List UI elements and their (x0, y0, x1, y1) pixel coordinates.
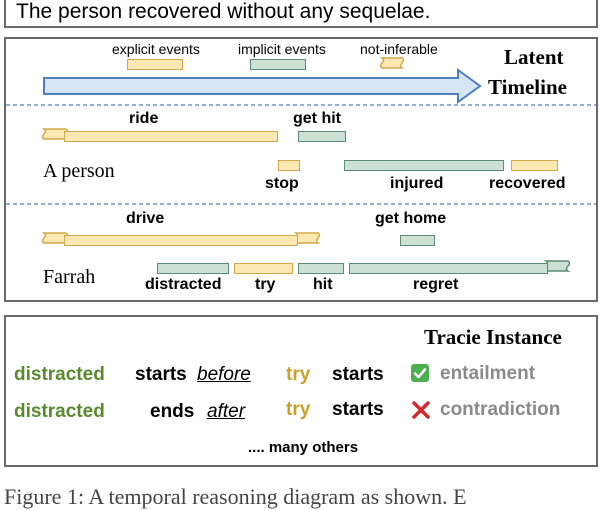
event-label-try: try (255, 276, 276, 293)
timeline-panel (4, 37, 598, 302)
story2-subject: Farrah (43, 266, 96, 288)
many-others: .... many others (248, 439, 359, 456)
latent-title-line1: Latent (504, 45, 564, 69)
bottom-caption: Figure 1: A temporal reasoning diagram a… (4, 484, 467, 509)
legend-not-inferable-label: not-inferable (360, 41, 438, 57)
event-bar-injured (344, 160, 504, 171)
not-inferable-icon (379, 57, 405, 69)
event-label-injured: injured (390, 175, 444, 192)
row1-predicate: starts (135, 364, 187, 385)
row1-event1: distracted (14, 364, 105, 385)
event-bar-distracted (157, 263, 229, 274)
event-bar-ride (64, 131, 278, 142)
row1-relation: before (197, 364, 251, 385)
regret-wavy-end (543, 260, 571, 272)
event-label-get-home: get home (375, 210, 447, 227)
row2-label: contradiction (440, 399, 561, 420)
row1-label: entailment (440, 363, 536, 384)
event-bar-get-home (400, 235, 435, 246)
row2-predicate2: starts (332, 399, 384, 420)
legend-explicit-label: explicit events (112, 41, 200, 57)
tracie-panel (4, 315, 598, 467)
event-label-distracted: distracted (145, 276, 222, 293)
latent-timeline-arrow (43, 68, 482, 104)
cross-icon (412, 401, 430, 419)
event-bar-regret (349, 263, 548, 274)
row1-predicate2: starts (332, 364, 384, 385)
legend-implicit-label: implicit events (238, 41, 326, 57)
event-label-stop: stop (265, 175, 299, 192)
row1-event2: try (286, 364, 311, 385)
row2-event1: distracted (14, 401, 105, 422)
row2-predicate: ends (150, 401, 195, 422)
event-label-drive: drive (126, 210, 165, 227)
event-label-ride: ride (129, 110, 159, 127)
tracie-title: Tracie Instance (424, 325, 562, 349)
event-bar-try (234, 263, 293, 274)
top-caption-box: The person recovered without any sequela… (4, 0, 598, 28)
event-bar-stop (278, 160, 300, 171)
story1-subject: A person (43, 160, 115, 182)
legend-implicit-bar (250, 59, 306, 70)
event-label-regret: regret (413, 276, 459, 293)
drive-wavy-end (293, 232, 321, 244)
event-label-recovered: recovered (489, 175, 566, 192)
latent-title-line2: Timeline (488, 75, 567, 99)
row2-event2: try (286, 399, 311, 420)
event-bar-drive (64, 235, 298, 246)
event-bar-recovered (511, 160, 558, 171)
legend-explicit-bar (127, 59, 183, 70)
check-icon (411, 364, 429, 382)
event-label-get-hit: get hit (293, 110, 341, 127)
row2-relation: after (207, 401, 246, 422)
event-bar-get-hit (298, 131, 346, 142)
event-label-hit: hit (313, 276, 333, 293)
top-caption: The person recovered without any sequela… (16, 0, 431, 23)
event-bar-hit (298, 263, 344, 274)
